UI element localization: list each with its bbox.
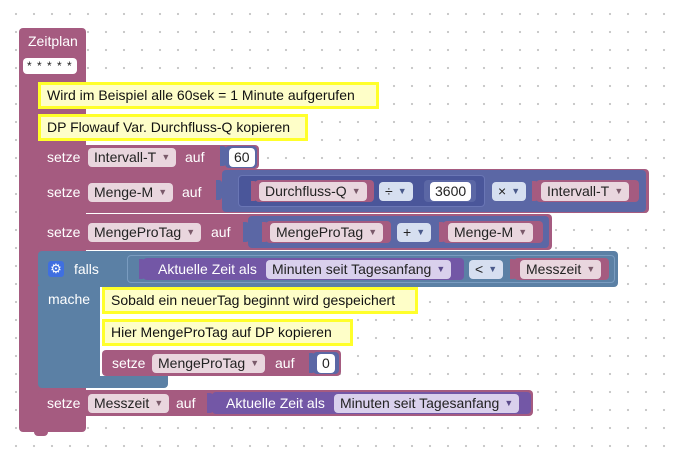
variable-dropdown[interactable]: Menge-M ▼ xyxy=(448,223,534,242)
input-connector xyxy=(420,181,426,201)
input-connector xyxy=(262,222,268,242)
input-connector xyxy=(439,222,445,242)
operator-dropdown[interactable]: ÷▼ xyxy=(379,182,413,201)
input-connector xyxy=(207,393,213,413)
dropdown-arrow-icon: ▼ xyxy=(504,398,514,408)
dropdown-arrow-icon: ▼ xyxy=(368,227,378,237)
time-label: Aktuelle Zeit als xyxy=(158,261,257,277)
to-keyword: auf xyxy=(185,149,205,165)
operator-symbol: ÷ xyxy=(385,183,393,199)
variable-name: Intervall-T xyxy=(547,183,610,199)
dropdown-arrow-icon: ▼ xyxy=(397,186,407,196)
variable-name: MengeProTag xyxy=(276,224,364,240)
schedule-cron-field[interactable]: * * * * * xyxy=(23,58,77,74)
to-keyword: auf xyxy=(182,184,202,200)
dropdown-arrow-icon: ▼ xyxy=(511,186,521,196)
variable-dropdown[interactable]: Durchfluss-Q ▼ xyxy=(259,182,367,201)
time-unit-dropdown[interactable]: Minuten seit Tagesanfang ▼ xyxy=(266,260,452,279)
operator-symbol: × xyxy=(498,183,507,199)
variable-dropdown[interactable]: MengeProTag ▼ xyxy=(88,223,202,242)
dropdown-arrow-icon: ▼ xyxy=(154,398,164,408)
to-keyword: auf xyxy=(211,224,231,240)
number-field[interactable]: 60 xyxy=(229,148,255,167)
variable-dropdown[interactable]: Intervall-T ▼ xyxy=(88,148,177,167)
input-connector xyxy=(122,259,128,279)
if-block-body-bar xyxy=(38,286,100,384)
input-connector xyxy=(532,181,538,201)
dropdown-arrow-icon: ▼ xyxy=(416,227,426,237)
variable-name: MengeProTag xyxy=(94,224,182,240)
operator-dropdown[interactable]: ×▼ xyxy=(492,182,527,201)
if-block-footer xyxy=(38,376,168,388)
variable-name: Intervall-T xyxy=(94,149,157,165)
to-keyword: auf xyxy=(176,395,196,411)
do-keyword: mache xyxy=(48,291,91,307)
input-connector xyxy=(139,259,145,279)
input-connector xyxy=(216,180,222,200)
time-label: Aktuelle Zeit als xyxy=(226,395,325,411)
variable-name: Messzeit xyxy=(94,395,150,411)
variable-name: Durchfluss-Q xyxy=(265,183,347,199)
comment-block[interactable]: Hier MengeProTag auf DP kopieren xyxy=(102,319,353,346)
variable-name: MengeProTag xyxy=(158,355,246,371)
variable-dropdown[interactable]: MengeProTag ▼ xyxy=(152,354,266,373)
comment-block[interactable]: Wird im Beispiel alle 60sek = 1 Minute a… xyxy=(38,82,379,109)
time-unit-dropdown[interactable]: Minuten seit Tagesanfang ▼ xyxy=(334,394,520,413)
if-keyword: falls xyxy=(74,261,99,277)
input-connector xyxy=(220,146,226,166)
set-keyword: setze xyxy=(47,149,81,165)
dropdown-arrow-icon: ▼ xyxy=(186,227,196,237)
variable-name: Menge-M xyxy=(454,224,514,240)
set-keyword: setze xyxy=(47,395,81,411)
comment-block[interactable]: Sobald ein neuerTag beginnt wird gespeic… xyxy=(102,287,418,314)
schedule-block-bottom-tab xyxy=(34,428,48,436)
dropdown-arrow-icon: ▼ xyxy=(518,227,528,237)
time-unit: Minuten seit Tagesanfang xyxy=(272,261,432,277)
operator-dropdown[interactable]: +▼ xyxy=(397,223,432,242)
dropdown-arrow-icon: ▼ xyxy=(614,186,624,196)
comment-block[interactable]: DP Flowauf Var. Durchfluss-Q kopieren xyxy=(38,114,308,141)
set-keyword: setze xyxy=(47,184,81,200)
dropdown-arrow-icon: ▼ xyxy=(250,358,260,368)
variable-dropdown[interactable]: Messzeit ▼ xyxy=(520,260,602,279)
number-field[interactable]: 3600 xyxy=(430,182,472,201)
set-keyword: setze xyxy=(112,355,146,371)
variable-dropdown[interactable]: MengeProTag ▼ xyxy=(270,223,384,242)
variable-name: Menge-M xyxy=(94,184,154,200)
input-connector xyxy=(510,259,516,279)
dropdown-arrow-icon: ▼ xyxy=(158,187,168,197)
set-keyword: setze xyxy=(47,224,81,240)
operator-symbol: < xyxy=(475,261,484,277)
gear-icon[interactable]: ⚙ xyxy=(48,261,64,277)
dropdown-arrow-icon: ▼ xyxy=(436,264,446,274)
dropdown-arrow-icon: ▼ xyxy=(488,264,498,274)
variable-dropdown[interactable]: Intervall-T ▼ xyxy=(541,182,630,201)
variable-dropdown[interactable]: Messzeit ▼ xyxy=(88,394,170,413)
dropdown-arrow-icon: ▼ xyxy=(586,264,596,274)
dropdown-arrow-icon: ▼ xyxy=(351,186,361,196)
schedule-title: Zeitplan xyxy=(28,33,78,49)
input-connector xyxy=(251,181,257,201)
variable-dropdown[interactable]: Menge-M ▼ xyxy=(88,183,174,202)
operator-dropdown[interactable]: <▼ xyxy=(469,260,504,279)
input-connector xyxy=(309,353,315,373)
to-keyword: auf xyxy=(275,355,295,371)
time-unit: Minuten seit Tagesanfang xyxy=(340,395,500,411)
operator-symbol: + xyxy=(403,224,412,240)
dropdown-arrow-icon: ▼ xyxy=(161,152,171,162)
input-connector xyxy=(243,222,249,242)
number-field[interactable]: 0 xyxy=(317,354,335,373)
variable-name: Messzeit xyxy=(526,261,582,277)
